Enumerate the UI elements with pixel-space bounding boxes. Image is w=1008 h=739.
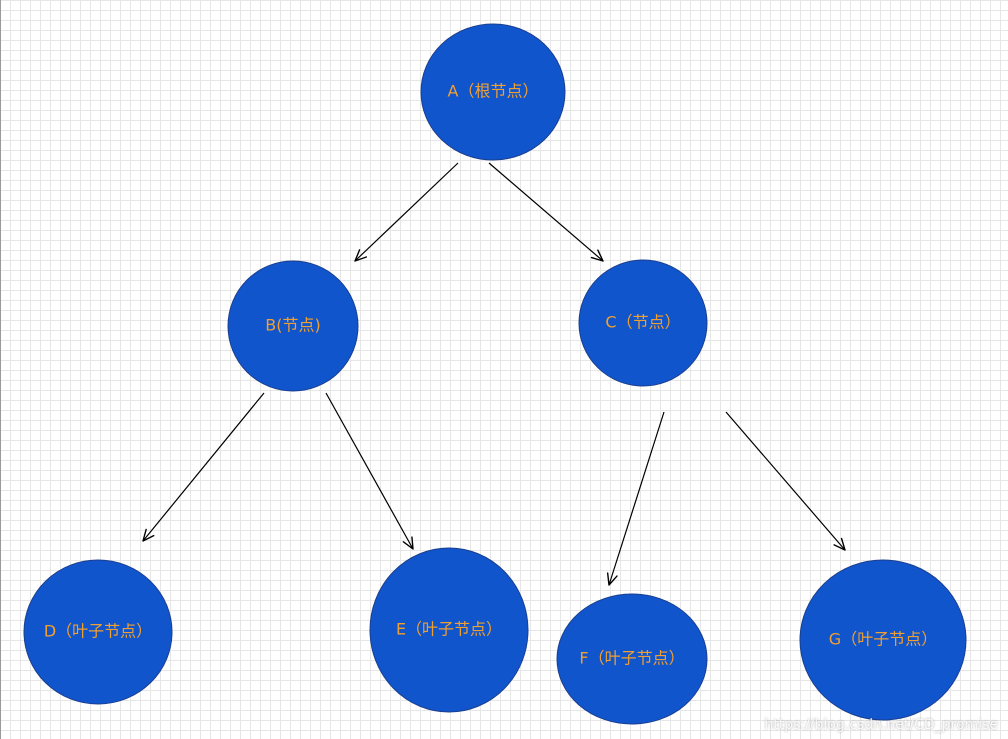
node-circle[interactable]	[23, 559, 173, 705]
node-circle[interactable]	[799, 559, 967, 721]
edge-a-b	[354, 162, 459, 262]
node-circle[interactable]	[420, 23, 566, 161]
watermark-text: https://blog.csdn.net/CD_promise	[764, 717, 998, 733]
node-label: B(节点)	[265, 316, 320, 335]
node-label: E（叶子节点）	[396, 620, 502, 639]
edge-line	[354, 162, 459, 262]
node-label: A（根节点）	[448, 82, 539, 101]
edge-b-d	[142, 392, 265, 542]
edge-b-e	[325, 392, 414, 550]
edge-line	[725, 411, 846, 551]
edge-c-g	[725, 411, 846, 551]
node-label: D（叶子节点）	[44, 622, 152, 641]
arrow-head-icon	[606, 572, 618, 586]
node-circle[interactable]	[227, 260, 359, 392]
node-circle[interactable]	[369, 547, 529, 713]
node-circle[interactable]	[578, 259, 708, 387]
node-e[interactable]: E（叶子节点）	[369, 547, 529, 713]
edge-line	[608, 411, 665, 586]
edge-a-c	[488, 162, 604, 262]
node-label: G（叶子节点）	[829, 630, 937, 649]
arrow-head-icon	[142, 528, 155, 542]
node-label: F（叶子节点）	[579, 649, 684, 668]
arrow-head-icon	[354, 249, 368, 262]
node-circle[interactable]	[556, 593, 708, 725]
node-a[interactable]: A（根节点）	[420, 23, 566, 161]
edge-line	[488, 162, 604, 262]
edge-c-f	[606, 411, 665, 586]
arrow-head-icon	[402, 536, 414, 550]
node-f[interactable]: F（叶子节点）	[556, 593, 708, 725]
canvas-left-border	[0, 0, 1, 739]
node-c[interactable]: C（节点）	[578, 259, 708, 387]
edge-line	[325, 392, 414, 550]
node-g[interactable]: G（叶子节点）	[799, 559, 967, 721]
arrow-head-icon	[833, 537, 846, 551]
edge-line	[142, 392, 265, 542]
arrow-head-icon	[590, 249, 604, 262]
node-b[interactable]: B(节点)	[227, 260, 359, 392]
node-label: C（节点）	[605, 313, 680, 332]
node-d[interactable]: D（叶子节点）	[23, 559, 173, 705]
